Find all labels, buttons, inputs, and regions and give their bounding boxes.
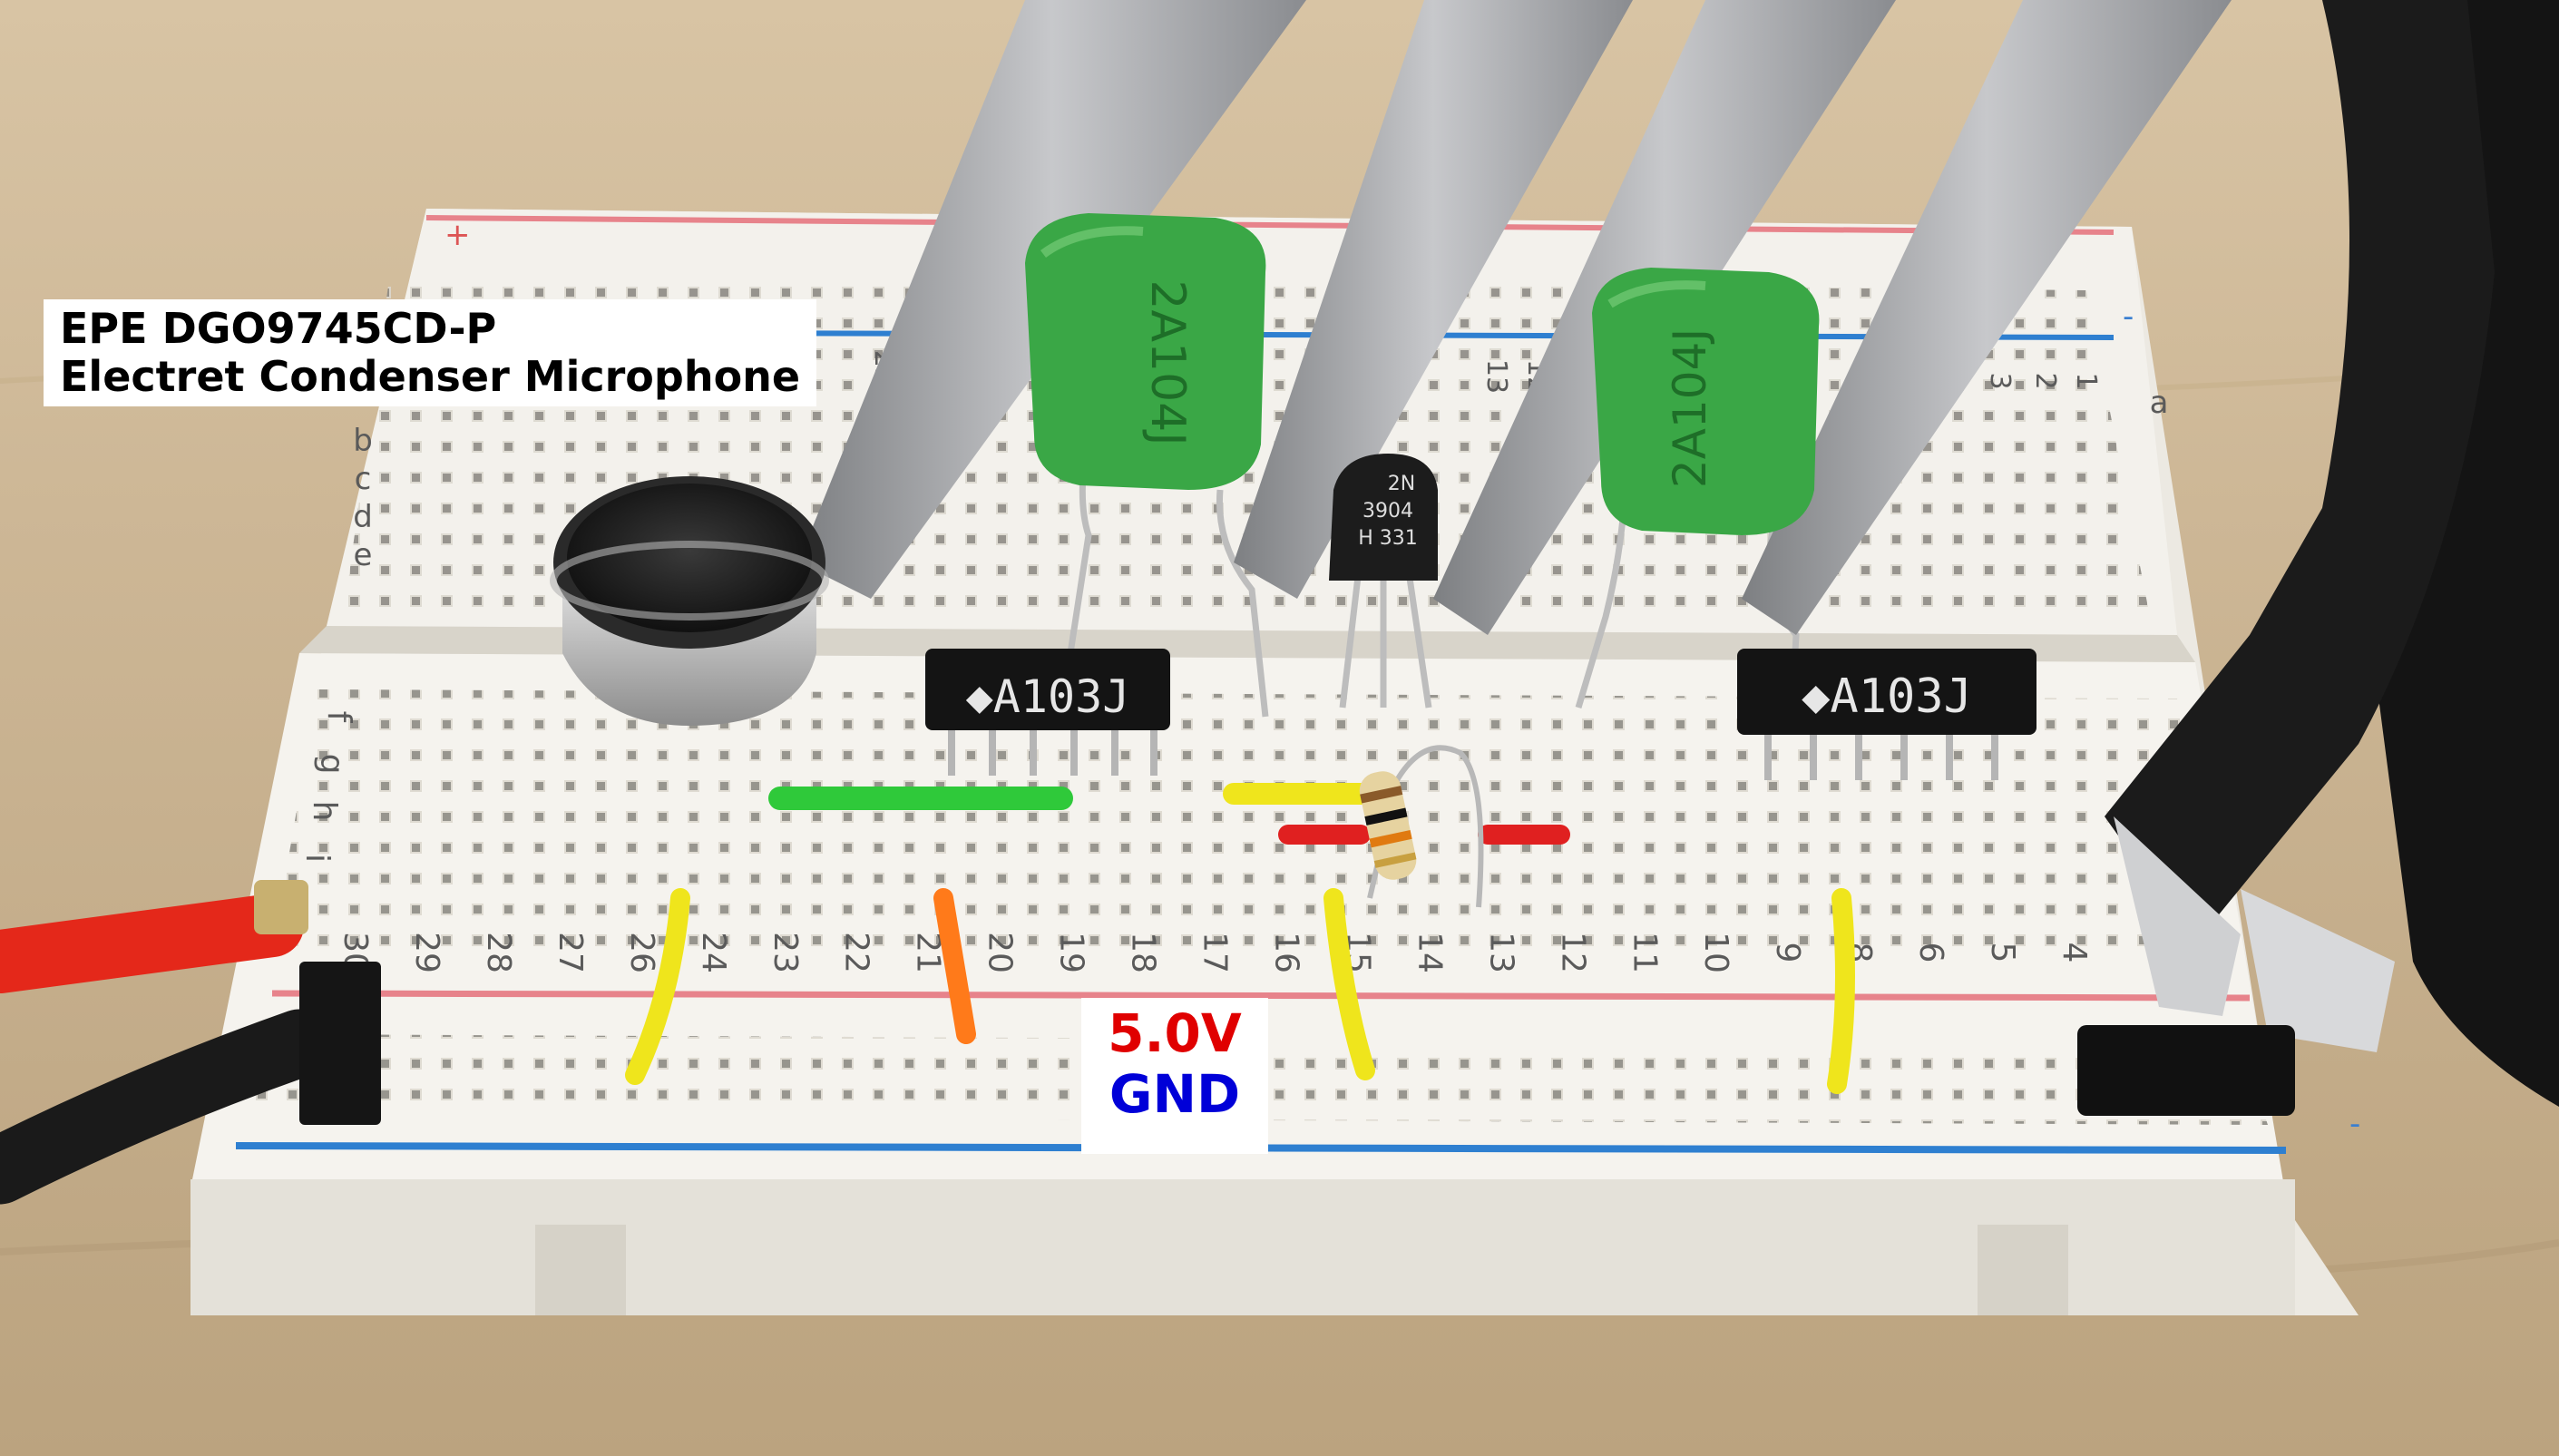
bottom-number-label: 4	[2056, 943, 2093, 963]
probe-2	[1234, 0, 1633, 599]
bottom-number-label: 29	[408, 932, 445, 973]
black-clip-body	[2105, 0, 2495, 943]
bottom-number-label: 22	[838, 932, 875, 973]
bottom-positive-rail	[271, 990, 2251, 1002]
black-power-lead	[0, 1009, 334, 1205]
bottom-number-label: 11	[1626, 932, 1663, 973]
voltage-label: 5.0V	[1108, 1002, 1242, 1064]
bottom-number-label: 13	[1482, 932, 1519, 973]
top-positive-rail	[425, 215, 2115, 235]
bottom-number-label: 5	[1984, 943, 2021, 963]
yellow-jumper-wire-1	[625, 888, 690, 1085]
resistor-network-left: ◆A103J	[925, 649, 1170, 776]
microphone-label: EPE DGO9745CD-P Electret Condenser Micro…	[44, 299, 817, 406]
transistor-2n3904: 2N 3904 H 331	[1329, 454, 1438, 581]
orange-jumper-wire	[933, 888, 976, 1044]
row-letters-bottom-label: h	[306, 801, 343, 822]
row-letters-top-label: d	[353, 499, 373, 535]
bottom-number-label: 27	[552, 932, 589, 973]
transistor-marking-1: 2N	[1388, 473, 1415, 495]
top-number-label: 1	[2070, 372, 2102, 389]
alligator-clips	[2077, 0, 2559, 1116]
transistor-marking-3: H 331	[1358, 527, 1418, 550]
row-letters-bottom: f g h i	[298, 711, 357, 863]
yellow-jumper-wire-2	[1323, 888, 1375, 1080]
red-power-lead	[0, 894, 304, 993]
top-number-label: 2	[2029, 372, 2061, 389]
capacitor-marking: 2A104J	[1664, 328, 1716, 488]
bottom-number-label: 12	[1554, 932, 1591, 973]
resistor-network-marking: ◆A103J	[1802, 669, 1972, 724]
row-letters-top-label: b	[353, 423, 373, 459]
bottom-number-label: 20	[982, 932, 1019, 973]
row-letters-top-label: a	[2150, 385, 2169, 421]
transistor-marking-2: 3904	[1363, 500, 1413, 523]
ground-label: GND	[1109, 1062, 1241, 1125]
microphone-type: Electret Condenser Microphone	[60, 351, 801, 401]
rail-minus-label: -	[2123, 298, 2134, 335]
capacitor-marking: 2A104J	[1140, 279, 1195, 445]
electret-microphone	[550, 476, 829, 726]
clip-jaw-2	[2241, 889, 2395, 1052]
yellow-jumper-wire-3	[1827, 888, 1855, 1094]
bottom-number-label: 19	[1053, 932, 1090, 973]
row-letters-bottom-label: g	[313, 754, 350, 775]
bottom-number-label: 9	[1769, 943, 1806, 963]
probe-4	[1742, 0, 2232, 635]
resistor-network-marking: ◆A103J	[966, 670, 1130, 723]
bottom-number-label: 10	[1697, 932, 1734, 973]
film-capacitor-right: 2A104J	[1592, 268, 1820, 535]
jumper-wires	[625, 783, 1855, 1094]
top-number-label: 13	[1480, 359, 1512, 394]
row-letters-top-label: c	[355, 461, 372, 497]
film-capacitor-left: 2A104J	[1025, 213, 1266, 490]
clip-jaw-1	[2114, 816, 2241, 1016]
bottom-number-label: 17	[1196, 932, 1234, 973]
bottom-number-label: 28	[480, 932, 517, 973]
row-letters-top-label: e	[354, 537, 373, 573]
bottom-number-label: 23	[767, 932, 804, 973]
bottom-number-label: 24	[695, 932, 732, 973]
rail-label: 5.0V GND	[1081, 998, 1268, 1154]
top-number-label: 3	[1984, 372, 2016, 389]
rail-plus-label: +	[444, 217, 471, 253]
pin-header-left	[299, 962, 381, 1125]
bottom-number-label: 18	[1125, 932, 1162, 973]
pin-header-right	[2077, 1025, 2295, 1116]
bottom-number-label: 26	[623, 932, 660, 973]
power-leads	[0, 880, 381, 1205]
bottom-number-label: 16	[1267, 932, 1304, 973]
bottom-number-label: 6	[1912, 943, 1949, 963]
rail-minus-label-bottom: -	[2349, 1106, 2360, 1142]
bottom-number-label: 14	[1411, 932, 1448, 973]
resistor-network-right: ◆A103J	[1737, 649, 2036, 780]
row-letters-bottom-label: i	[298, 854, 336, 863]
axial-resistor	[1359, 745, 1484, 908]
microphone-model: EPE DGO9745CD-P	[60, 304, 497, 353]
row-letters-bottom-label: f	[320, 711, 357, 724]
